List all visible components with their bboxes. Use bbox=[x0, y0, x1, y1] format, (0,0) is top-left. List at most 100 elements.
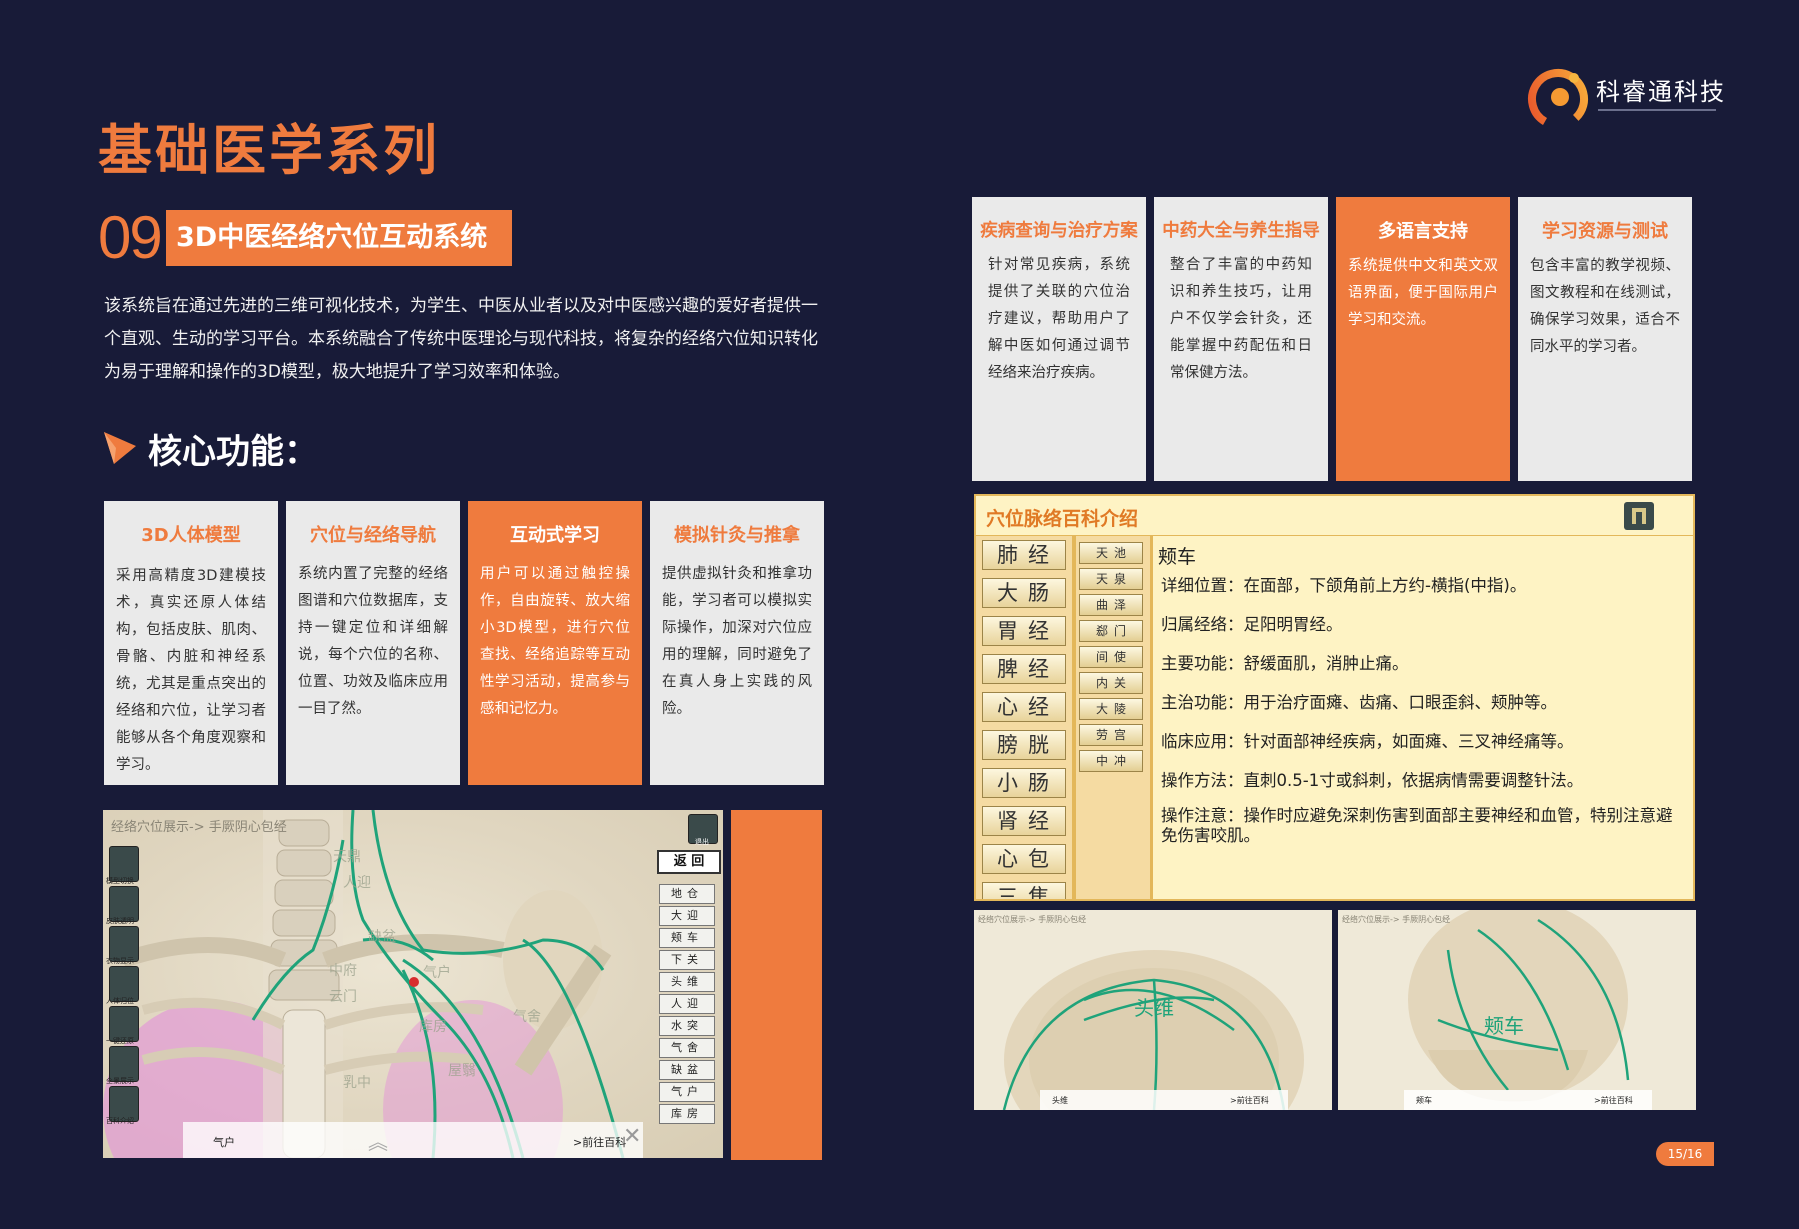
detail-row: 操作方法：直刺0.5-1寸或斜刺，依据病情需要调整针法。 bbox=[1161, 771, 1584, 790]
detail-row: 操作注意：操作时应避免深刺伤害到面部主要神经和血管，特别注意避免伤害咬肌。 bbox=[1161, 806, 1673, 845]
body-label: 缺盆 bbox=[368, 929, 396, 945]
bottom-info-bar: 气户 ︽ >前往百科 ✕ bbox=[183, 1122, 643, 1158]
meridian-button-bladder[interactable]: 膀胱 bbox=[982, 730, 1066, 760]
meridian-button-large-intestine[interactable]: 大肠 bbox=[982, 578, 1066, 608]
point-button[interactable]: 郄门 bbox=[1079, 620, 1143, 642]
body-reset-button[interactable] bbox=[109, 966, 139, 1002]
meridian-button-heart[interactable]: 心经 bbox=[982, 692, 1066, 722]
screenshot-head-top: 经络穴位展示-> 手厥阴心包经 头维 头维 >前往百科 bbox=[974, 910, 1332, 1110]
detail-row: 归属经络：足阳明胃经。 bbox=[1161, 615, 1343, 634]
bottom-info-bar: 头维 >前往百科 bbox=[1040, 1090, 1288, 1110]
point-list-item[interactable]: 人迎 bbox=[659, 994, 715, 1014]
point-list-item[interactable]: 水突 bbox=[659, 1016, 715, 1036]
point-list-item[interactable]: 缺盆 bbox=[659, 1060, 715, 1080]
section-title: 3D中医经络穴位互动系统 bbox=[166, 210, 512, 266]
meridian-button-small-intestine[interactable]: 小肠 bbox=[982, 768, 1066, 798]
point-button[interactable]: 天池 bbox=[1079, 542, 1143, 564]
brand-logo-icon bbox=[1528, 69, 1588, 128]
body-label: 库房 bbox=[419, 1019, 447, 1035]
feature-body: 系统提供中文和英文双语界面，便于国际用户学习和交流。 bbox=[1348, 258, 1498, 328]
point-button[interactable]: 中冲 bbox=[1079, 750, 1143, 772]
meridian-button-triple-burner[interactable]: 三焦 bbox=[982, 882, 1066, 899]
body-label: 气舍 bbox=[513, 1009, 541, 1025]
close-icon[interactable]: ✕ bbox=[623, 1124, 642, 1149]
brand-name: 科睿通科技 bbox=[1596, 78, 1726, 106]
point-list: 地仓 大迎 颊车 下关 头维 人迎 水突 气舍 缺盆 气户 库房 bbox=[659, 884, 719, 1158]
detail-row: 临床应用：针对面部神经疾病，如面瘫、三叉神经痛等。 bbox=[1161, 732, 1574, 751]
model-switch-button[interactable] bbox=[109, 846, 139, 882]
detail-row: 主治功能：用于治疗面瘫、齿痛、口眼歪斜、颊肿等。 bbox=[1161, 693, 1557, 712]
back-button[interactable]: 返 回 bbox=[657, 850, 721, 874]
feature-title: 多语言支持 bbox=[1378, 221, 1468, 242]
play-arrow-icon bbox=[104, 432, 136, 464]
feature-body: 采用高精度3D建模技术，真实还原人体结构，包括皮肤、肌肉、骨骼、内脏和神经系统，… bbox=[116, 568, 266, 773]
feature-title: 学习资源与测试 bbox=[1542, 221, 1668, 242]
point-list-item[interactable]: 地仓 bbox=[659, 884, 715, 904]
breadcrumb: 经络穴位展示-> 手厥阴心包经 bbox=[978, 915, 1087, 924]
skin-transparent-button[interactable] bbox=[109, 886, 139, 922]
meridian-button-pericardium[interactable]: 心包 bbox=[982, 844, 1066, 874]
clothing-button[interactable] bbox=[109, 926, 139, 962]
skull-illustration bbox=[1002, 950, 1304, 1110]
exit-button[interactable] bbox=[688, 814, 718, 844]
screenshot-3d-body: 经络穴位展示-> 手厥阴心包经 模型切换 皮肤透明 衣物显示 人体归位 一键还原… bbox=[103, 810, 723, 1158]
page-indicator: 15/16 bbox=[1656, 1142, 1714, 1166]
point-button[interactable]: 劳宫 bbox=[1079, 724, 1143, 746]
feature-title: 疾病查询与治疗方案 bbox=[980, 221, 1138, 241]
chevron-up-icon[interactable]: ︽ bbox=[368, 1130, 388, 1154]
point-list-item[interactable]: 大迎 bbox=[659, 906, 715, 926]
point-list-item[interactable]: 气舍 bbox=[659, 1038, 715, 1058]
feature-title: 3D人体模型 bbox=[141, 525, 241, 546]
feature-card-resources: 学习资源与测试 包含丰富的教学视频、图文教程和在线测试，确保学习效果，适合不同水… bbox=[1518, 197, 1692, 481]
feature-card-3d-model: 3D人体模型 采用高精度3D建模技术，真实还原人体结构，包括皮肤、肌肉、骨骼、内… bbox=[104, 501, 278, 785]
section-number: 09. bbox=[98, 204, 177, 271]
feature-card-interactive: 互动式学习 用户可以通过触控操作，自由旋转、放大缩小3D模型，进行穴位查找、经络… bbox=[468, 501, 642, 785]
point-list-item[interactable]: 头维 bbox=[659, 972, 715, 992]
feature-card-disease: 疾病查询与治疗方案 针对常见疾病，系统提供了关联的穴位治疗建议，帮助用户了解中医… bbox=[972, 197, 1146, 481]
goto-encyclopedia-link[interactable]: >前往百科 bbox=[573, 1136, 627, 1149]
feature-title: 穴位与经络导航 bbox=[310, 525, 436, 546]
restore-button[interactable] bbox=[109, 1006, 139, 1042]
point-button[interactable]: 内关 bbox=[1079, 672, 1143, 694]
body-label: 天鼎 bbox=[333, 849, 361, 865]
encyclopedia-button[interactable] bbox=[109, 1086, 139, 1122]
feature-card-navigation: 穴位与经络导航 系统内置了完整的经络图谱和穴位数据库，支持一键定位和详细解说，每… bbox=[286, 501, 460, 785]
meridian-button-stomach[interactable]: 胃经 bbox=[982, 616, 1066, 646]
meridian-button-lung[interactable]: 肺经 bbox=[982, 540, 1066, 570]
point-list-item[interactable]: 气户 bbox=[659, 1082, 715, 1102]
section-intro: 该系统旨在通过先进的三维可视化技术，为学生、中医从业者以及对中医感兴趣的爱好者提… bbox=[104, 296, 818, 382]
feature-body: 用户可以通过触控操作，自由旋转、放大缩小3D模型，进行穴位查找、经络追踪等互动性… bbox=[480, 566, 630, 717]
goto-encyclopedia-link[interactable]: >前往百科 bbox=[1594, 1096, 1633, 1105]
point-list-item[interactable]: 颊车 bbox=[659, 928, 715, 948]
point-list-item[interactable]: 下关 bbox=[659, 950, 715, 970]
encyclopedia-header bbox=[976, 496, 1693, 536]
goto-encyclopedia-link[interactable]: >前往百科 bbox=[1230, 1096, 1269, 1105]
feature-title: 中药大全与养生指导 bbox=[1162, 221, 1320, 241]
body-label: 屋翳 bbox=[448, 1063, 476, 1079]
point-button[interactable]: 间使 bbox=[1079, 646, 1143, 668]
feature-card-acupuncture: 模拟针灸与推拿 提供虚拟针灸和推拿功能，学习者可以模拟实际操作，加深对穴位应用的… bbox=[650, 501, 824, 785]
page-title: 基础医学系列 bbox=[98, 119, 440, 182]
meridian-button-kidney[interactable]: 肾经 bbox=[982, 806, 1066, 836]
encyclopedia-title: 穴位脉络百科介绍 bbox=[986, 508, 1139, 530]
point-button[interactable]: 天泉 bbox=[1079, 568, 1143, 590]
feature-body: 包含丰富的教学视频、图文教程和在线测试，确保学习效果，适合不同水平的学习者。 bbox=[1530, 258, 1680, 355]
encyclopedia-panel: 穴位脉络百科介绍 肺经 大肠 胃经 脾经 心经 膀胱 小肠 肾经 心包 三焦 天… bbox=[974, 494, 1695, 901]
exit-icon[interactable] bbox=[1624, 502, 1654, 530]
point-label: 颊车 bbox=[1484, 1014, 1524, 1038]
point-button[interactable]: 曲泽 bbox=[1079, 594, 1143, 616]
point-label: 头维 bbox=[1134, 996, 1174, 1020]
breadcrumb: 经络穴位展示-> 手厥阴心包经 bbox=[111, 820, 287, 835]
point-list-item[interactable]: 库房 bbox=[659, 1104, 715, 1124]
feature-card-language: 多语言支持 系统提供中文和英文双语界面，便于国际用户学习和交流。 bbox=[1336, 197, 1510, 481]
detail-row: 详细位置：在面部，下颌角前上方约-横指(中指)。 bbox=[1161, 576, 1527, 595]
selected-point-name: 气户 bbox=[213, 1136, 235, 1149]
column-divider bbox=[1072, 536, 1076, 899]
meridian-button-spleen[interactable]: 脾经 bbox=[982, 654, 1066, 684]
skeleton-illustration bbox=[103, 810, 625, 1158]
feature-card-herbs: 中药大全与养生指导 整合了丰富的中药知识和养生技巧，让用户不仅学会针灸，还能掌握… bbox=[1154, 197, 1328, 481]
point-button[interactable]: 大陵 bbox=[1079, 698, 1143, 720]
panorama-button[interactable] bbox=[109, 1046, 139, 1082]
feature-body: 整合了丰富的中药知识和养生技巧，让用户不仅学会针灸，还能掌握中药配伍和日常保健方… bbox=[1170, 257, 1312, 381]
detail-row: 主要功能：舒缓面肌，消肿止痛。 bbox=[1161, 654, 1409, 673]
